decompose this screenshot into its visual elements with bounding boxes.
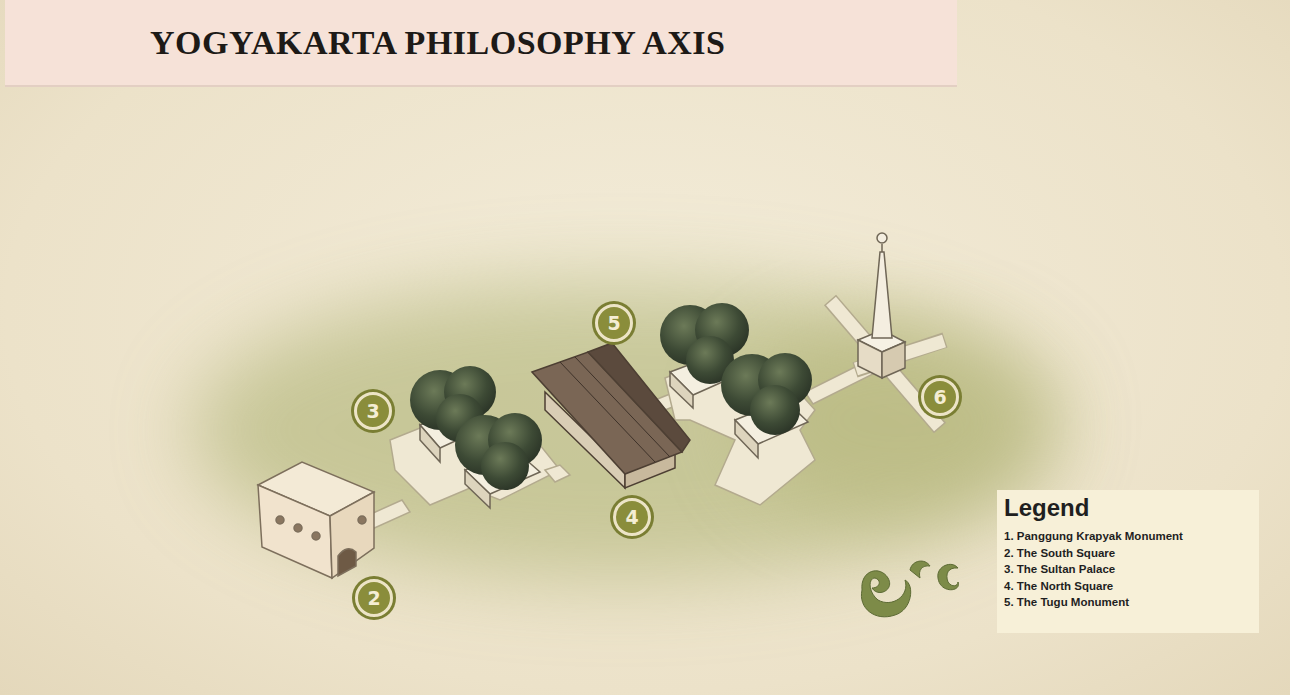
palace-building bbox=[532, 343, 690, 488]
south-square-trees bbox=[410, 366, 542, 508]
legend-entry: 1. Panggung Krapyak Monument bbox=[1004, 530, 1183, 542]
callout-number: 3 bbox=[354, 392, 392, 430]
legend-entry: 2. The South Square bbox=[1004, 547, 1115, 559]
page-title: YOGYAKARTA PHILOSOPHY AXIS bbox=[150, 24, 725, 62]
legend-entry: 5. The Tugu Monument bbox=[1004, 596, 1129, 608]
callout-number: 2 bbox=[355, 579, 393, 617]
north-square-trees bbox=[660, 303, 812, 458]
legend-entry: 4. The North Square bbox=[1004, 580, 1113, 592]
callout-number: 4 bbox=[613, 498, 651, 536]
callout-number: 6 bbox=[921, 378, 959, 416]
legend-heading: Legend bbox=[1004, 494, 1089, 522]
title-banner bbox=[5, 0, 957, 86]
callout-number: 5 bbox=[595, 304, 633, 342]
krapyak-building bbox=[258, 462, 374, 578]
logo-mark bbox=[861, 561, 958, 617]
legend-box bbox=[997, 490, 1259, 633]
tugu-monument bbox=[858, 233, 905, 378]
legend-entry: 3. The Sultan Palace bbox=[1004, 563, 1115, 575]
